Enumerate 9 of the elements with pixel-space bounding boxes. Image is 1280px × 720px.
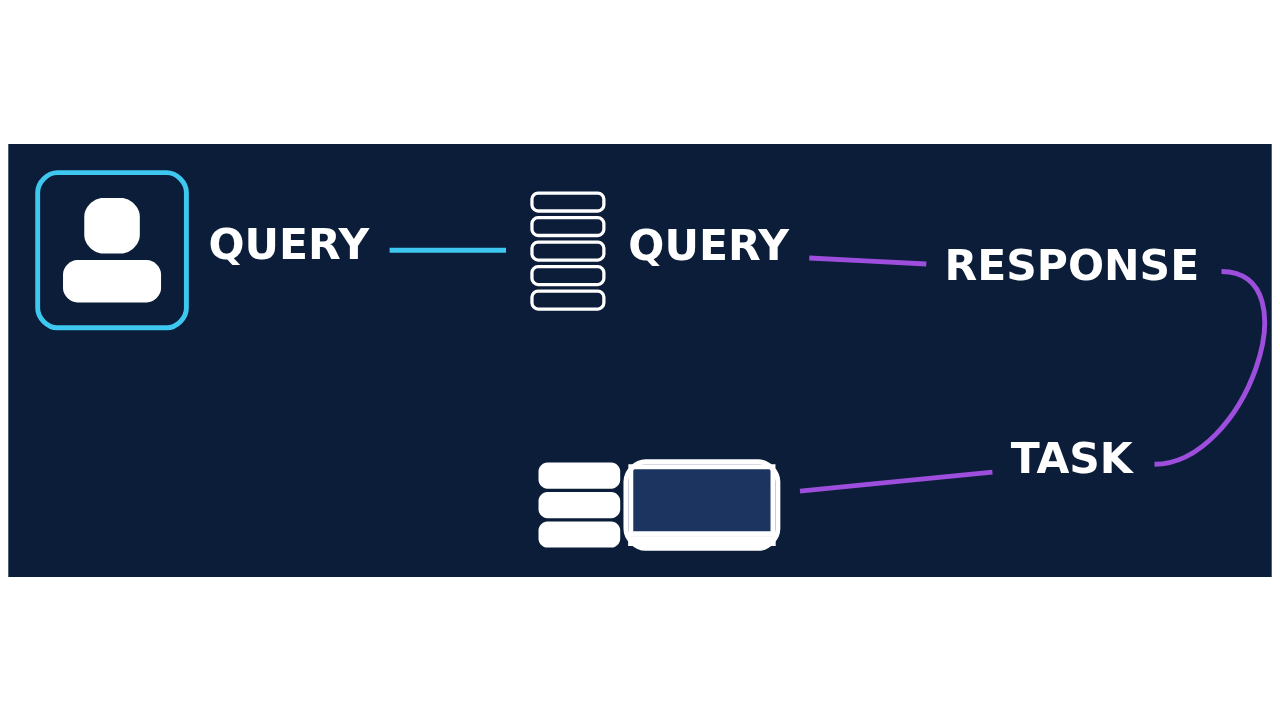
connector	[799, 469, 993, 494]
node-text: RESPONSE	[944, 240, 1200, 290]
node-label: QUERY	[628, 220, 790, 270]
connector	[1154, 268, 1267, 467]
node-text: TASK	[1010, 433, 1133, 483]
node-label: QUERY	[208, 219, 370, 269]
node-person	[35, 169, 189, 330]
connector	[389, 247, 507, 253]
connector	[809, 255, 927, 266]
